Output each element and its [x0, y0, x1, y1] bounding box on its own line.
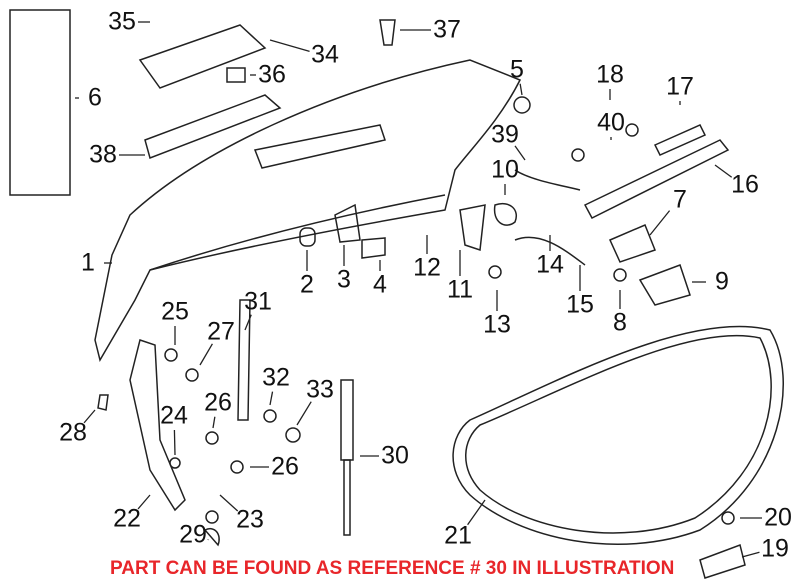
- callout-13: 13: [483, 310, 511, 339]
- callout-24: 24: [160, 401, 188, 430]
- callout-28: 28: [59, 418, 87, 447]
- leader-line-31: [244, 314, 252, 331]
- callout-31: 31: [244, 287, 272, 316]
- callout-35: 35: [108, 7, 136, 36]
- callout-38: 38: [89, 140, 117, 169]
- callout-30: 30: [381, 441, 409, 470]
- callout-10: 10: [491, 155, 519, 184]
- callout-15: 15: [566, 290, 594, 319]
- callout-16: 16: [731, 170, 759, 199]
- callout-26: 26: [271, 452, 299, 481]
- callout-1: 1: [81, 248, 95, 277]
- callout-29: 29: [179, 520, 207, 549]
- leader-line-27: [199, 343, 213, 366]
- callout-3: 3: [337, 265, 351, 294]
- leader-line-33: [296, 401, 312, 426]
- callout-22: 22: [113, 504, 141, 533]
- leader-line-26: [212, 416, 216, 429]
- leader-line-5: [519, 83, 523, 96]
- callout-34: 34: [311, 40, 339, 69]
- callout-4: 4: [373, 270, 387, 299]
- callout-33: 33: [306, 375, 334, 404]
- callout-21: 21: [444, 521, 472, 550]
- callout-17: 17: [666, 72, 694, 101]
- leader-line-7: [649, 210, 671, 236]
- callout-7: 7: [673, 185, 687, 214]
- callout-20: 20: [764, 503, 792, 532]
- weatherstrip-part: [452, 325, 784, 545]
- callout-37: 37: [433, 15, 461, 44]
- leader-line-34: [269, 39, 310, 52]
- callout-6: 6: [88, 83, 102, 112]
- license-plate-bracket-part: [138, 24, 267, 89]
- leader-line-32: [269, 391, 274, 406]
- callout-12: 12: [413, 253, 441, 282]
- callout-36: 36: [258, 60, 286, 89]
- trim-strip-part: [144, 94, 282, 159]
- leader-line-21: [467, 499, 486, 526]
- leader-line-23: [219, 494, 239, 512]
- leader-line-39: [514, 145, 526, 161]
- callout-25: 25: [161, 297, 189, 326]
- callout-2: 2: [300, 270, 314, 299]
- callout-32: 32: [262, 363, 290, 392]
- callout-39: 39: [491, 120, 519, 149]
- leader-line-24: [173, 429, 176, 456]
- callout-9: 9: [715, 267, 729, 296]
- trunk-lid-part: [94, 59, 522, 362]
- callout-19: 19: [761, 534, 789, 563]
- part-reference-notice: PART CAN BE FOUND AS REFERENCE # 30 IN I…: [110, 558, 675, 579]
- leader-line-19: [741, 551, 760, 558]
- hinge-part: [129, 339, 186, 512]
- callout-27: 27: [207, 317, 235, 346]
- callout-14: 14: [536, 250, 564, 279]
- callout-11: 11: [447, 275, 473, 304]
- callout-40: 40: [597, 108, 625, 137]
- lift-strut-part: [340, 379, 354, 461]
- leader-line-16: [714, 164, 733, 178]
- callout-26: 26: [204, 388, 232, 417]
- callout-18: 18: [596, 60, 624, 89]
- callout-5: 5: [510, 55, 524, 84]
- callout-23: 23: [236, 505, 264, 534]
- callout-8: 8: [613, 308, 627, 337]
- leader-line-22: [137, 494, 151, 510]
- leader-line-28: [83, 409, 96, 424]
- handle-bar-part: [583, 139, 730, 219]
